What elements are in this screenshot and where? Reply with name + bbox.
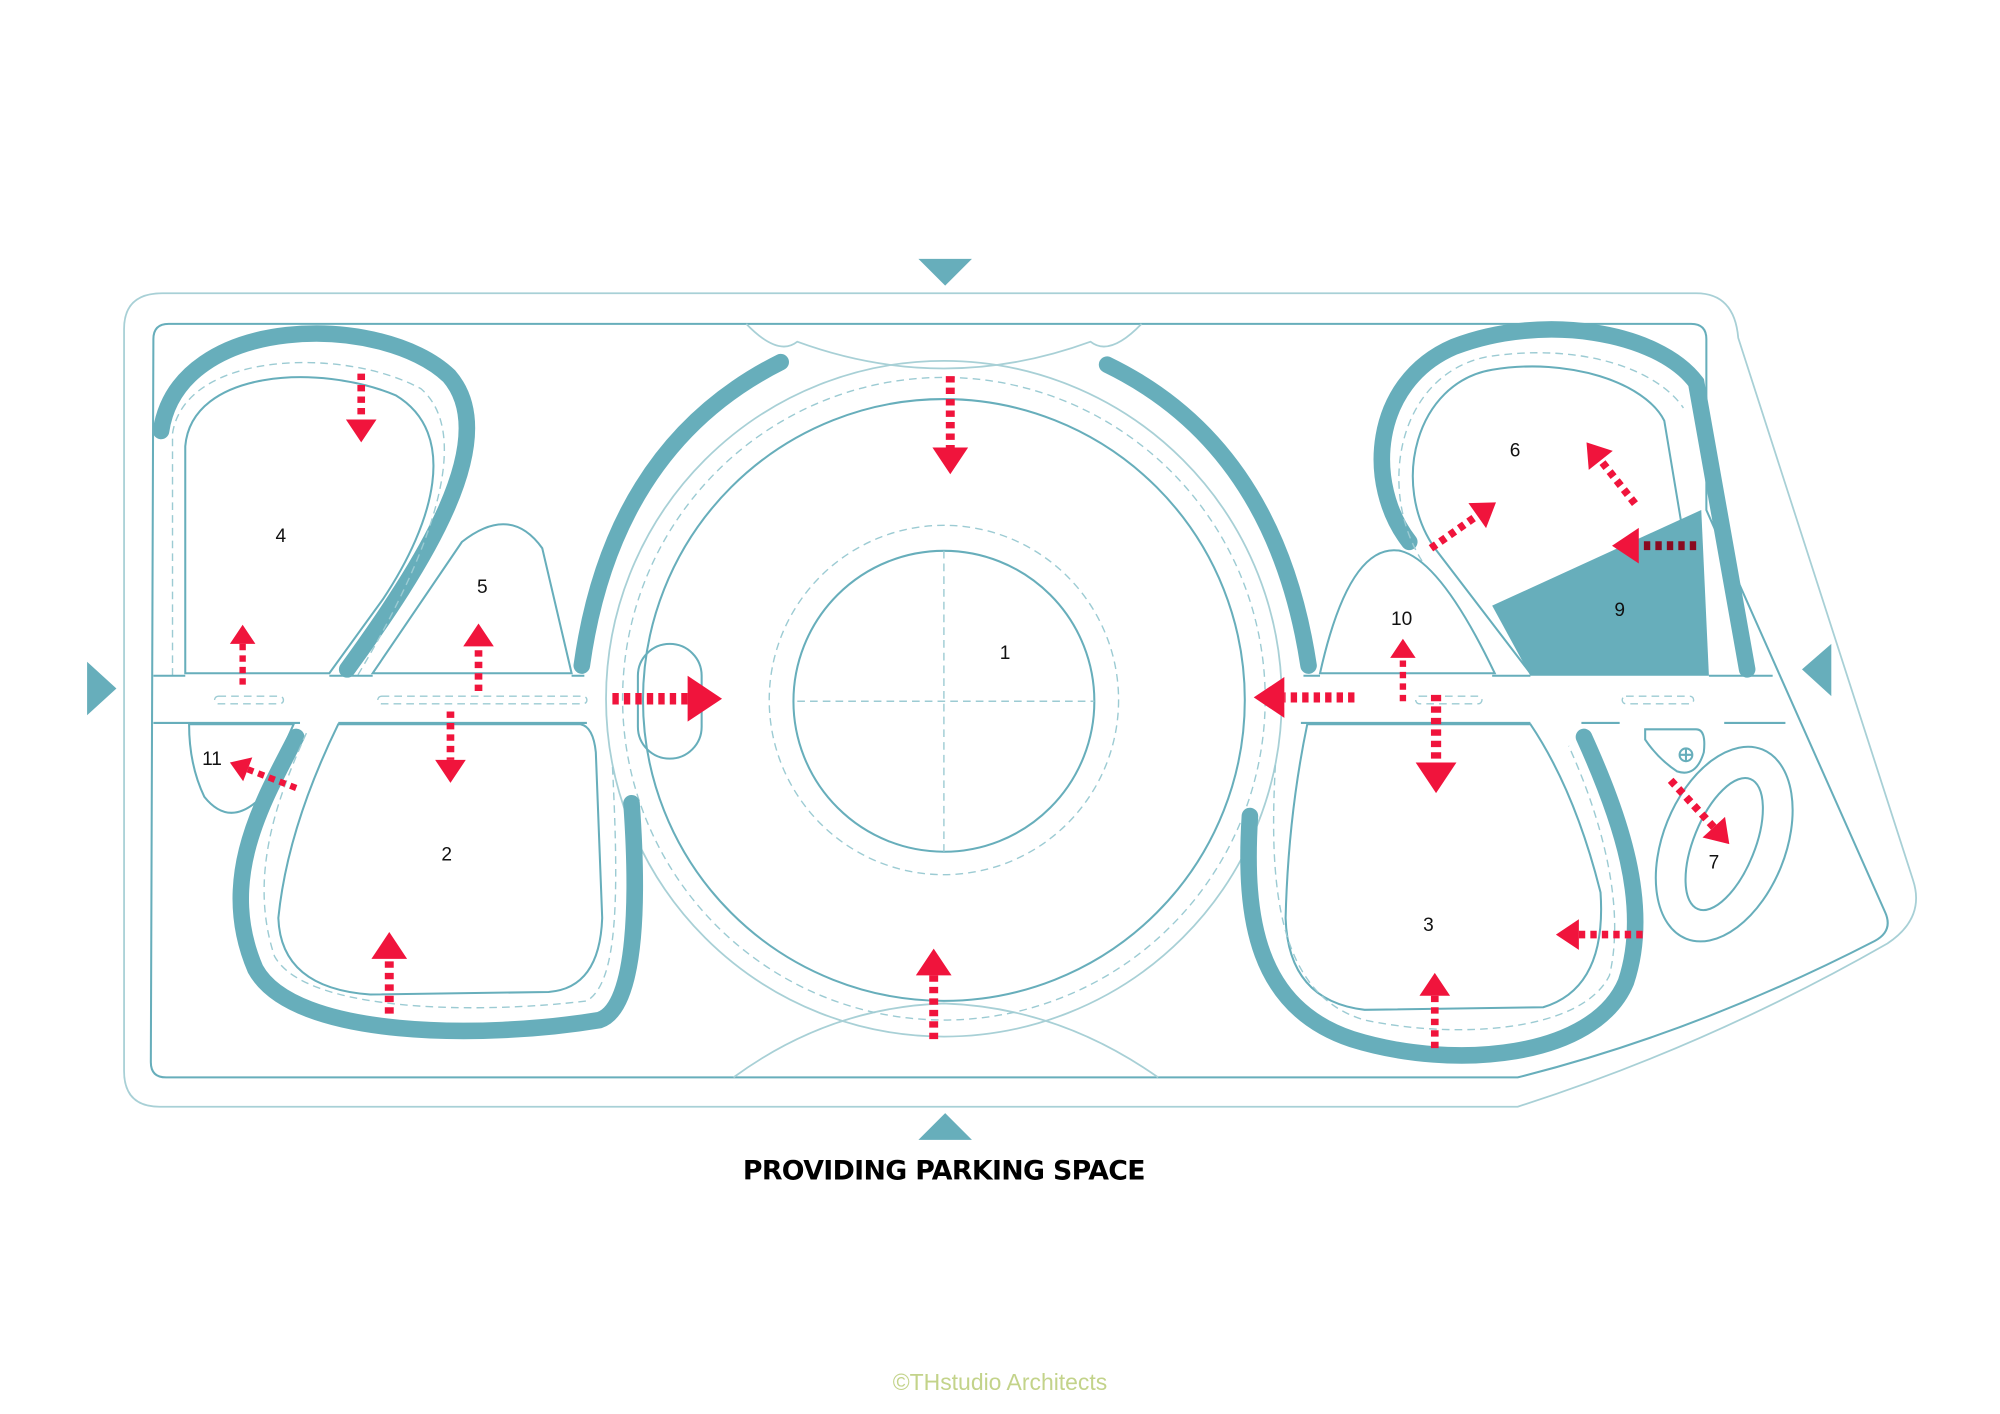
flow-arrow-head (1468, 502, 1496, 529)
lobe-3-outline (1284, 723, 1603, 1011)
lobe-4-edge (152, 325, 476, 678)
road-right-median-1 (1414, 695, 1483, 705)
flow-arrow-head (1702, 816, 1730, 845)
zone-label-1: 1 (1000, 643, 1011, 664)
zone-7-inner (1684, 777, 1764, 912)
lobe-4-outline (184, 376, 435, 675)
zone-label-10: 10 (1391, 609, 1412, 630)
flow-arrow-head (463, 623, 494, 647)
flow-arrow-shaft (1428, 512, 1480, 552)
flow-arrow-head (229, 624, 256, 644)
zone-label-5: 5 (477, 577, 488, 598)
copyright-credit: ©THstudio Architects (893, 1369, 1108, 1395)
zone-9-fill (1492, 510, 1709, 676)
inner-ring-dashed (768, 524, 1120, 876)
inner-boundary (149, 322, 1889, 1079)
entry-triangle-left (87, 661, 117, 716)
flow-arrow-head (1555, 919, 1579, 950)
lobe-4-dash (171, 361, 446, 677)
lobe-6-dash (1398, 352, 1684, 562)
lobe-6-edge (1373, 321, 1756, 678)
zone-label-11: 11 (202, 749, 222, 770)
flow-arrow-head (435, 759, 466, 783)
zone-label-6: 6 (1510, 440, 1521, 461)
flow-arrow-head (229, 757, 253, 782)
zone-label-3: 3 (1423, 915, 1434, 936)
flow-arrows (229, 373, 1730, 1049)
lobe-3-dash (1272, 745, 1616, 1031)
zone-7-bay (1644, 728, 1706, 774)
lobe-2-edge (232, 728, 643, 1040)
flow-arrow-head (1390, 638, 1416, 658)
flow-arrow-head (932, 447, 969, 475)
top-plaza (745, 323, 1143, 370)
flow-arrow-head (915, 948, 952, 976)
zone-label-4: 4 (276, 526, 287, 547)
flow-arrow-head (1586, 442, 1613, 470)
road-left-median-1 (213, 695, 285, 705)
flow-arrow-head (345, 419, 377, 443)
zone-label-9: 9 (1614, 600, 1625, 621)
outer-boundary (123, 292, 1917, 1108)
circle-arc-right (1098, 356, 1317, 674)
central-ring (641, 398, 1246, 1002)
flow-arrow-shaft (246, 766, 298, 791)
diagram-title: PROVIDING PARKING SPACE (743, 1155, 1145, 1186)
flow-arrow-head (1612, 527, 1639, 564)
zone-label-2: 2 (441, 845, 452, 866)
flow-arrow-shaft (1667, 777, 1717, 830)
entry-triangle-bottom (918, 1113, 972, 1140)
flow-arrow-head (1419, 972, 1451, 996)
lobe-2-outline (277, 723, 604, 996)
flow-arrow-head (1415, 762, 1457, 794)
flow-arrow-head (687, 675, 723, 722)
road-left-median-2 (377, 695, 588, 705)
road-right-median-2 (1621, 695, 1695, 705)
entry-triangle-right (1801, 643, 1832, 697)
zone-7-outer (1654, 745, 1794, 943)
lobe-2-dash (263, 732, 617, 1009)
bottom-plaza (732, 1002, 1159, 1079)
entry-triangle-top (918, 258, 972, 286)
flow-arrow-head (1253, 677, 1285, 718)
circle-arc-left (573, 353, 789, 674)
lobe-3-edge (1240, 728, 1644, 1064)
flow-arrow-shaft (1597, 458, 1638, 507)
lobe-6-outline (1411, 365, 1708, 675)
zone-label-7: 7 (1709, 852, 1720, 873)
zone-10-outline (1318, 549, 1497, 675)
zone-5-outline (370, 523, 573, 675)
flow-arrow-head (371, 932, 408, 959)
zone-7-marker-cross (1679, 748, 1693, 762)
